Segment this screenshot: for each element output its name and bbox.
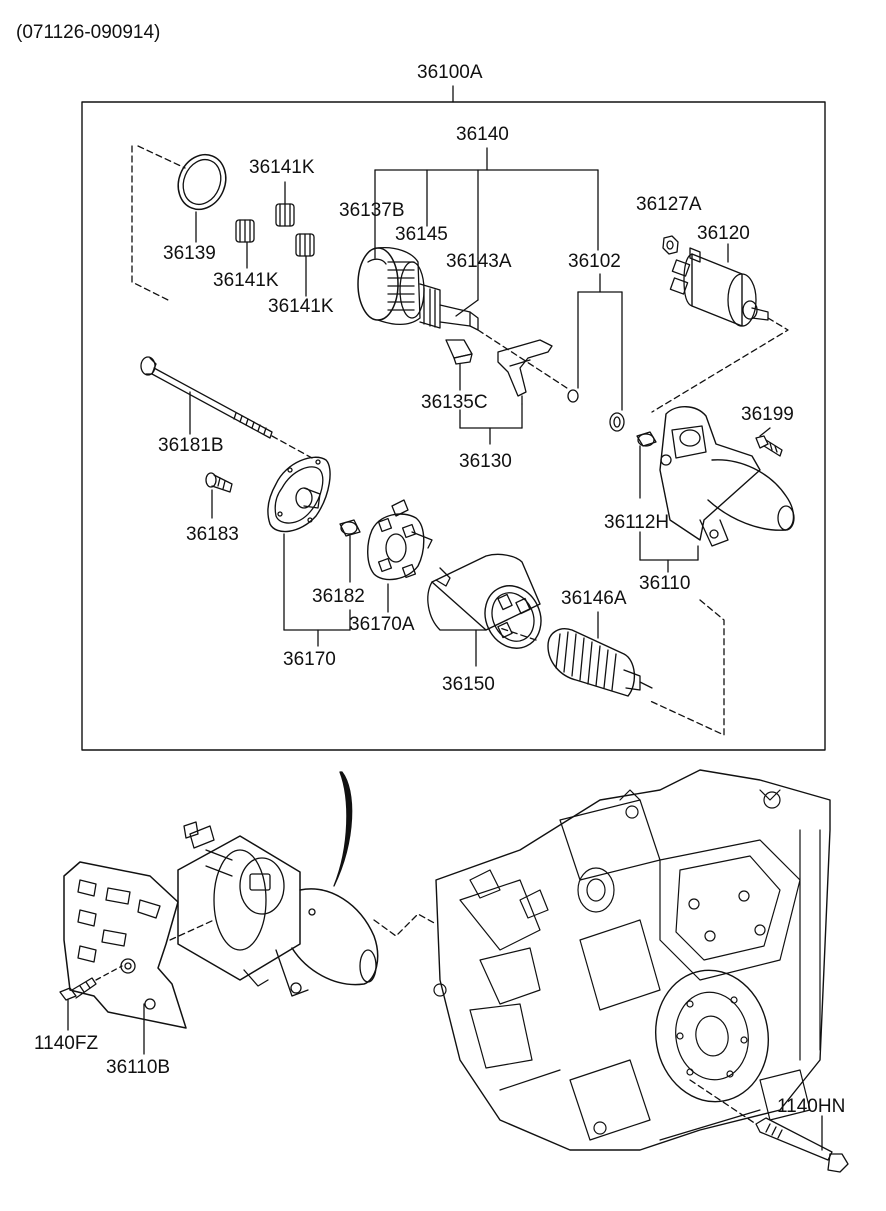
part-label-36182[interactable]: 36182 [312, 586, 365, 607]
bolt-1140fz [59, 977, 97, 1031]
callout-swoosh [333, 771, 353, 887]
bracket-36140 [374, 147, 599, 259]
rear-bracket-36170 [267, 456, 331, 631]
part-label-36170a[interactable]: 36170A [349, 614, 415, 635]
part-label-36141k-low[interactable]: 36141K [268, 296, 334, 317]
part-label-36183[interactable]: 36183 [186, 524, 239, 545]
part-label-36146a[interactable]: 36146A [561, 588, 627, 609]
part-label-1140hn[interactable]: 1140HN [777, 1096, 846, 1117]
bushing-36182 [339, 519, 361, 583]
gear-36141k-top [275, 181, 295, 227]
part-label-36130[interactable]: 36130 [459, 451, 512, 472]
nut-36127a [662, 235, 679, 255]
part-label-36112h[interactable]: 36112H [604, 512, 670, 533]
snap-ring-36139 [177, 153, 227, 243]
bolt-36199 [755, 427, 783, 457]
yoke-36150 [427, 553, 542, 667]
lever-36130 [497, 339, 553, 405]
heat-shield-36110b [63, 861, 187, 1055]
starter-assembly [177, 821, 379, 997]
through-bolt-36181b [140, 356, 273, 439]
brush-holder-36170a [367, 499, 433, 613]
part-label-36199[interactable]: 36199 [741, 404, 794, 425]
assembly-number-label[interactable]: 36100A [417, 62, 483, 83]
engine-block [433, 769, 831, 1151]
part-label-36145[interactable]: 36145 [395, 224, 448, 245]
part-label-36141k-mid[interactable]: 36141K [213, 270, 279, 291]
part-label-36139[interactable]: 36139 [163, 243, 216, 264]
part-label-36141k-top[interactable]: 36141K [249, 157, 315, 178]
part-label-36137b[interactable]: 36137B [339, 200, 405, 221]
front-housing-36110 [659, 406, 795, 547]
part-label-36181b[interactable]: 36181B [158, 435, 224, 456]
part-label-36127a[interactable]: 36127A [636, 194, 702, 215]
part-label-36140[interactable]: 36140 [456, 124, 509, 145]
screw-36183 [205, 472, 233, 519]
solenoid-36120 [669, 247, 769, 327]
assembly-frame [81, 101, 826, 751]
gear-36141k-low [295, 233, 315, 297]
bolt-1140hn [755, 1115, 849, 1173]
bushing-36112h [636, 431, 657, 499]
part-label-36135c[interactable]: 36135C [421, 392, 488, 413]
armature-36146a [547, 611, 653, 697]
gear-36141k-mid [235, 219, 255, 269]
bracket-36130 [459, 403, 523, 445]
bracket-36110 [639, 531, 699, 573]
axis-left [131, 145, 169, 301]
ball-36102 [567, 389, 579, 403]
part-label-36143a[interactable]: 36143A [446, 251, 512, 272]
bracket-36170 [283, 609, 351, 647]
part-label-36102[interactable]: 36102 [568, 251, 621, 272]
stop-collar-36135c [445, 339, 473, 391]
part-label-36110[interactable]: 36110 [639, 573, 691, 594]
washer-36102 [609, 412, 625, 432]
part-label-36110b[interactable]: 36110B [106, 1057, 171, 1078]
part-label-36150[interactable]: 36150 [442, 674, 495, 695]
part-label-36120[interactable]: 36120 [697, 223, 750, 244]
gear-housing-36137b [357, 246, 479, 331]
bracket-36102 [577, 273, 623, 411]
date-range-label: (071126-090914) [16, 22, 161, 43]
part-label-36170[interactable]: 36170 [283, 649, 336, 670]
part-label-1140fz[interactable]: 1140FZ [34, 1033, 99, 1054]
